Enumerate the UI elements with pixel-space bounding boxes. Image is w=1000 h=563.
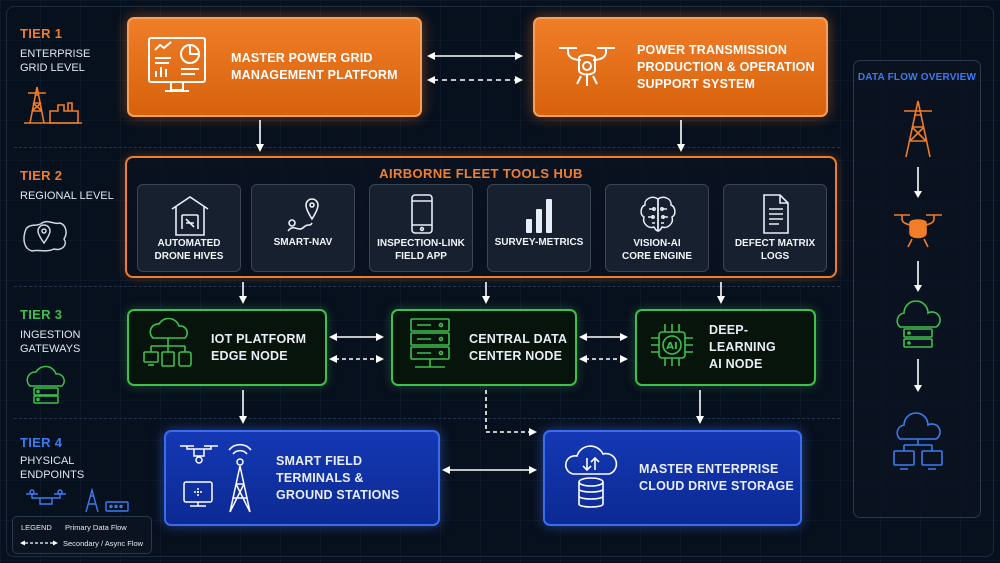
tier-divider xyxy=(14,286,840,287)
tool-label: DEFECT MATRIX LOGS xyxy=(734,238,816,262)
cloud-devices-icon xyxy=(893,412,943,470)
legend-primary-label: Primary Data Flow xyxy=(65,523,127,532)
central-data-center-label: CENTRAL DATA CENTER NODE xyxy=(469,331,568,363)
bar-chart-icon xyxy=(526,199,552,233)
support-system-box[interactable]: POWER TRANSMISSION PRODUCTION & OPERATIO… xyxy=(533,17,828,117)
region-map-icon xyxy=(20,215,116,260)
legend-title: LEGEND xyxy=(21,523,52,532)
tool-survey-metrics[interactable]: SURVEY-METRICS xyxy=(487,184,591,272)
tool-label: AUTOMATED DRONE HIVES xyxy=(154,238,224,262)
tool-label: VISION-AI CORE ENGINE xyxy=(621,238,692,262)
tool-inspection-link-field-app[interactable]: INSPECTION-LINK FIELD APP xyxy=(369,184,473,272)
tier-2-label: TIER 2 REGIONAL LEVEL xyxy=(20,168,116,260)
drone-terminal-tower-icon xyxy=(178,438,264,519)
cloud-drive-storage-box[interactable]: MASTER ENTERPRISE CLOUD DRIVE STORAGE xyxy=(543,430,802,526)
cloud-database-icon xyxy=(563,440,619,517)
support-system-label: POWER TRANSMISSION PRODUCTION & OPERATIO… xyxy=(637,42,815,91)
central-data-center-box[interactable]: CENTRAL DATA CENTER NODE xyxy=(391,309,577,386)
flow-arrowhead xyxy=(914,385,922,392)
panel-title: DATA FLOW OVERVIEW xyxy=(857,72,977,83)
tool-vision-ai-core-engine[interactable]: VISION-AI CORE ENGINE xyxy=(605,184,709,272)
tier-1-subtitle: ENTERPRISE GRID LEVEL xyxy=(20,48,91,74)
diagram-frame xyxy=(6,6,994,557)
smart-field-terminals-box[interactable]: SMART FIELD TERMINALS & GROUND STATIONS xyxy=(164,430,440,526)
legend-arrowhead-left xyxy=(20,540,25,546)
master-platform-box[interactable]: MASTER POWER GRID MANAGEMENT PLATFORM xyxy=(127,17,422,117)
dashboard-monitor-icon xyxy=(145,34,209,101)
legend-arrowhead-right xyxy=(53,540,58,546)
cloud-server-icon xyxy=(20,364,116,411)
tool-smart-nav[interactable]: SMART-NAV xyxy=(251,184,355,272)
iot-platform-label: IOT PLATFORM EDGE NODE xyxy=(211,331,307,363)
tier-1-label: TIER 1 ENTERPRISE GRID LEVEL xyxy=(20,26,116,130)
tool-automated-drone-hives[interactable]: AUTOMATED DRONE HIVES xyxy=(137,184,241,272)
drone-tower-device-icon xyxy=(20,484,129,519)
drone-icon xyxy=(894,214,942,248)
cloud-drive-storage-label: MASTER ENTERPRISE CLOUD DRIVE STORAGE xyxy=(639,462,794,493)
svg-text:AI: AI xyxy=(666,341,677,352)
tier-4-subtitle: PHYSICAL ENDPOINTS xyxy=(20,455,85,481)
transmission-tower-icon xyxy=(904,100,932,158)
tier-1-title: TIER 1 xyxy=(20,26,63,41)
deep-learning-ai-box[interactable]: AI DEEP-LEARNING AI NODE xyxy=(635,309,816,386)
tier-3-subtitle: INGESTION GATEWAYS xyxy=(20,329,81,355)
tier-divider xyxy=(14,147,840,148)
tier-2-title: TIER 2 xyxy=(20,168,63,183)
map-pin-icon xyxy=(287,198,319,232)
tool-label: SURVEY-METRICS xyxy=(494,237,584,248)
iot-platform-box[interactable]: IOT PLATFORM EDGE NODE xyxy=(127,309,327,386)
smartphone-icon xyxy=(411,194,433,234)
flow-arrowhead xyxy=(914,191,922,198)
deep-learning-ai-label: DEEP-LEARNING AI NODE xyxy=(709,323,776,371)
cloud-network-icon xyxy=(141,317,195,377)
legend: LEGEND Primary Data Flow Secondary / Asy… xyxy=(12,516,152,554)
master-platform-label: MASTER POWER GRID MANAGEMENT PLATFORM xyxy=(231,51,398,82)
brain-icon xyxy=(640,196,676,232)
tier-3-label: TIER 3 INGESTION GATEWAYS xyxy=(20,307,116,411)
tool-defect-matrix-logs[interactable]: DEFECT MATRIX LOGS xyxy=(723,184,827,272)
tool-label: SMART-NAV xyxy=(273,237,333,248)
hub-title: AIRBORNE FLEET TOOLS HUB xyxy=(379,166,583,181)
smart-field-terminals-label: SMART FIELD TERMINALS & GROUND STATIONS xyxy=(276,453,400,502)
ai-chip-icon: AI xyxy=(649,322,695,373)
document-icon xyxy=(763,194,789,234)
tier-2-subtitle: REGIONAL LEVEL xyxy=(20,190,114,202)
tool-label: INSPECTION-LINK FIELD APP xyxy=(377,238,465,262)
tier-divider xyxy=(14,418,840,419)
legend-secondary-label: Secondary / Async Flow xyxy=(63,539,144,548)
server-rack-icon xyxy=(407,317,453,378)
drone-hive-icon xyxy=(171,196,209,236)
tier-4-title: TIER 4 xyxy=(20,435,63,450)
airborne-fleet-tools-hub: AIRBORNE FLEET TOOLS HUB AUTOMATED DRONE… xyxy=(125,156,837,278)
drone-icon xyxy=(555,40,619,95)
cloud-server-icon xyxy=(896,300,941,348)
transmission-tower-factory-icon xyxy=(20,83,116,130)
tier-4-label: TIER 4 PHYSICAL ENDPOINTS xyxy=(20,435,129,519)
data-flow-overview-panel: DATA FLOW OVERVIEW xyxy=(853,60,981,518)
flow-arrowhead xyxy=(914,285,922,292)
tier-3-title: TIER 3 xyxy=(20,307,63,322)
